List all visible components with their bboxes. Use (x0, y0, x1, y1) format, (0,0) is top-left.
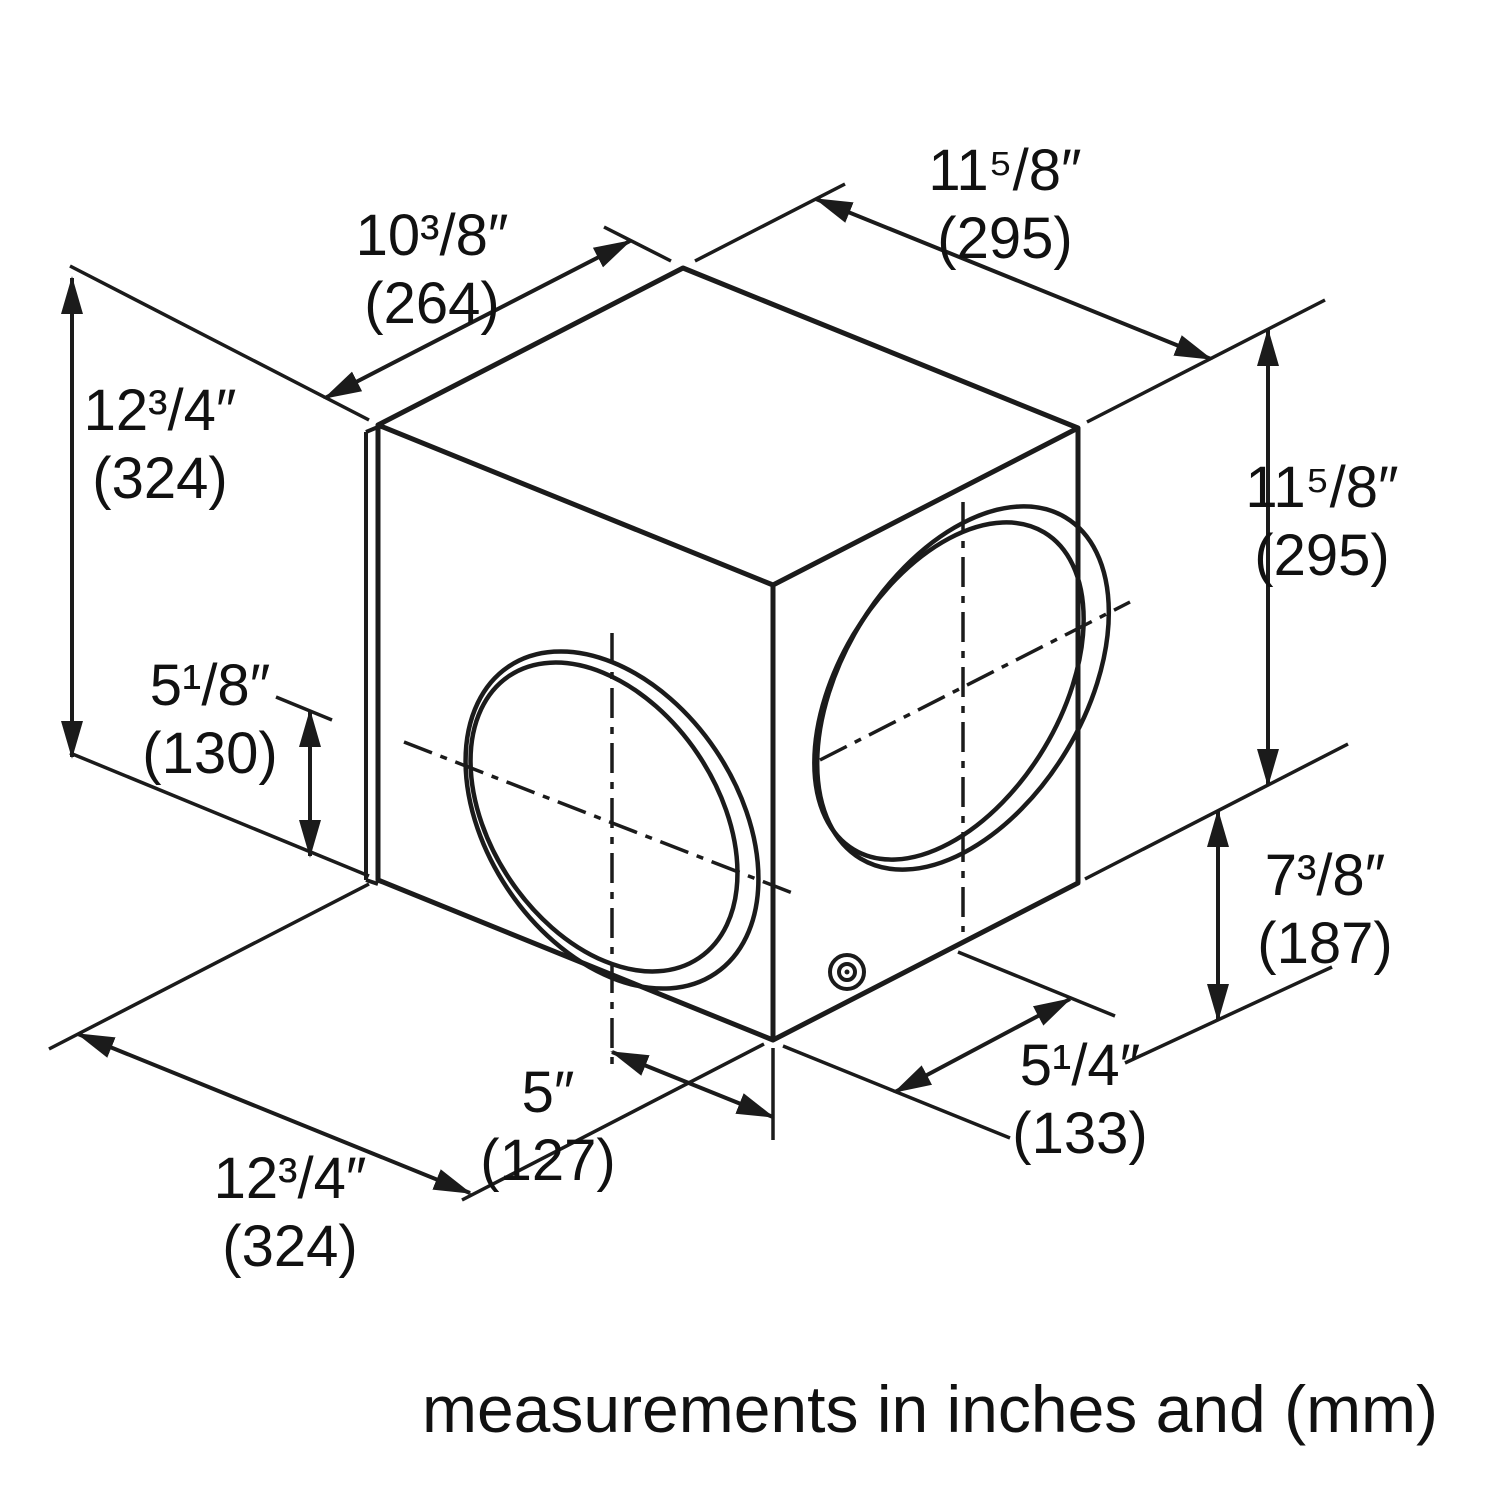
dim-bottom-front-offset-arrow (610, 1050, 775, 1119)
dim-bottom-right-offset-arrow (893, 997, 1072, 1094)
dimension-labels: 10³/8″ (264) 11⁵/8″ (295) 12³/4″ (324) 5… (84, 138, 1399, 1279)
knockout-grommet (828, 953, 866, 991)
dim-left-height-mm: (324) (92, 446, 227, 511)
units-caption: measurements in inches and (mm) (422, 1372, 1438, 1446)
ext-apex-right (694, 182, 846, 263)
dim-right-height-inches: 11⁵/8″ (1245, 455, 1398, 520)
left-duct-opening (463, 649, 761, 991)
dim-bottom-right-offset-mm: (133) (1012, 1101, 1147, 1166)
dim-right-duct-center-inches: 7³/8″ (1265, 843, 1385, 908)
ext-right-duct-baseline (957, 950, 1116, 1018)
right-duct-horizontal-centerline (819, 600, 1131, 762)
dim-top-width-inches: 10³/8″ (356, 203, 509, 268)
ext-left-duct-centerline (275, 695, 333, 722)
left-duct-horizontal-centerline (403, 740, 796, 896)
dimension-lines (60, 197, 1280, 1195)
dim-bottom-width-inches: 12³/4″ (214, 1146, 367, 1211)
dim-right-height-mm: (295) (1254, 523, 1389, 588)
dim-bottom-width-arrow (76, 1032, 472, 1195)
ext-left-corner-down (48, 882, 370, 1051)
blower-box (364, 265, 1131, 1068)
left-duct-outer-ring (463, 649, 761, 991)
ext-apex-left (603, 225, 672, 263)
dim-bottom-right-offset-inches: 5¹/4″ (1020, 1033, 1140, 1098)
dim-left-height-inches: 12³/4″ (84, 378, 237, 443)
dim-top-depth-inches: 11⁵/8″ (928, 138, 1081, 203)
dim-top-width-arrow (323, 239, 632, 400)
ext-bottom-right-base (1124, 965, 1333, 1065)
dim-left-duct-center-mm: (130) (142, 721, 277, 786)
ext-top-right-corner (1086, 298, 1326, 424)
right-duct-inner-ring (812, 520, 1086, 862)
dim-top-depth-arrow (814, 197, 1213, 361)
left-duct-inner-ring (468, 660, 740, 974)
dim-left-duct-center-inches: 5¹/8″ (150, 653, 270, 718)
dim-top-width-mm: (264) (364, 271, 499, 336)
dim-bottom-front-offset-mm: (127) (480, 1128, 615, 1193)
center-lines (403, 502, 1131, 1068)
ext-top-left-corner (69, 264, 370, 422)
right-duct-opening (812, 504, 1112, 872)
dim-right-duct-center-mm: (187) (1257, 911, 1392, 976)
dim-bottom-front-offset-inches: 5″ (522, 1060, 575, 1125)
box-left-flange (364, 425, 379, 886)
dim-bottom-width-mm: (324) (222, 1214, 357, 1279)
dim-top-depth-mm: (295) (937, 206, 1072, 271)
